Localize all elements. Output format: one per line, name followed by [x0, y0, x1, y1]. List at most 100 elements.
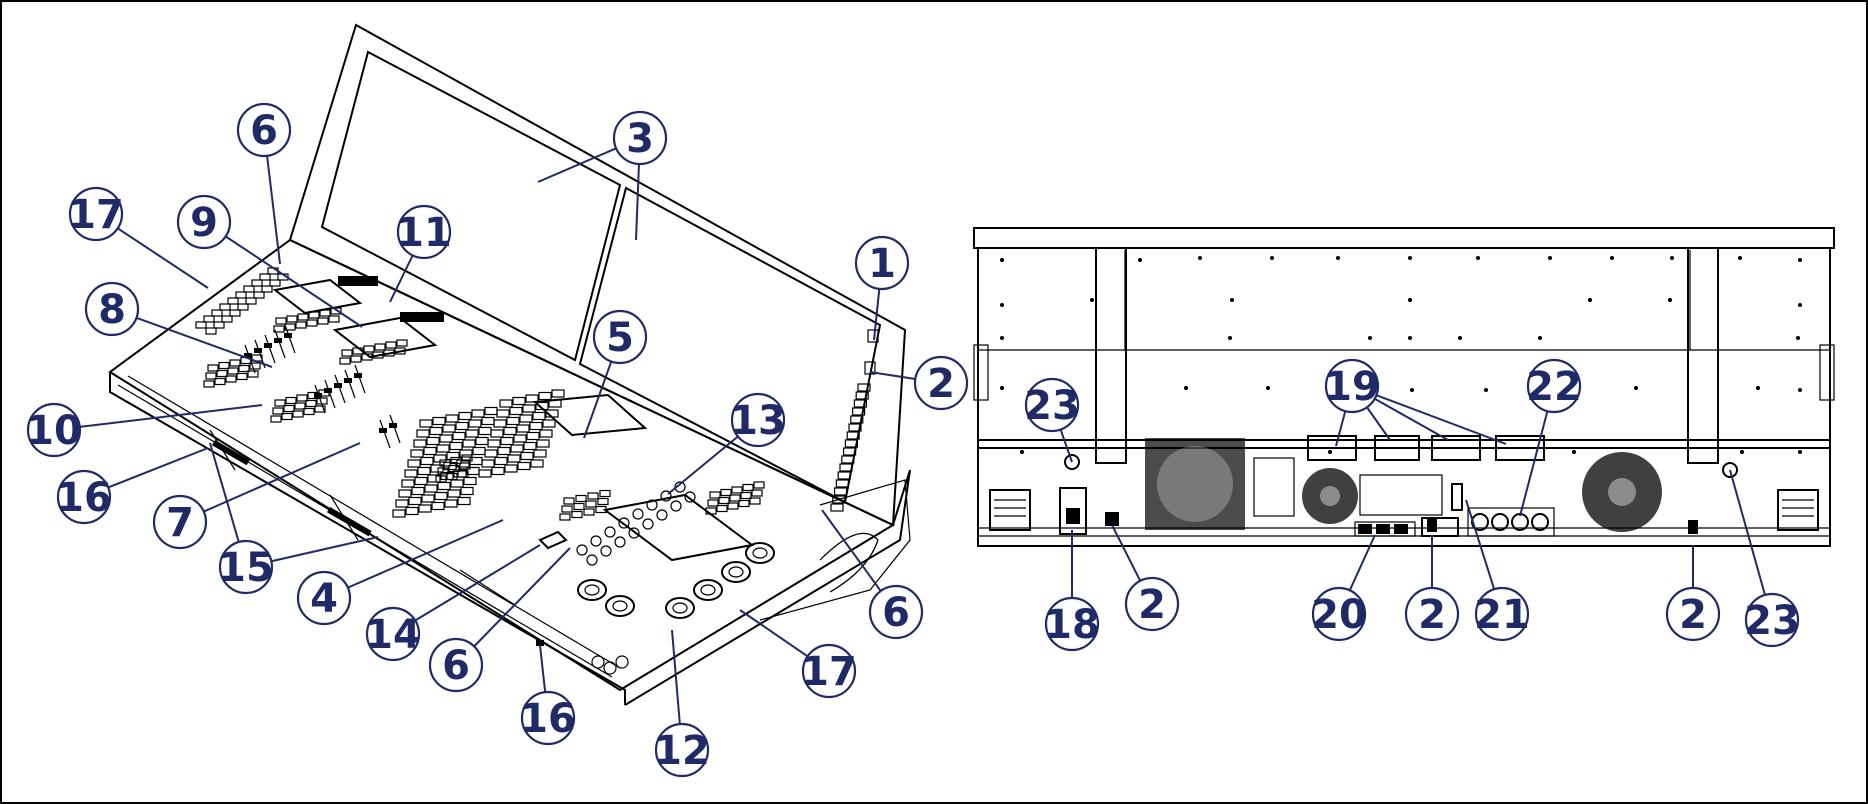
right-support-strut	[1687, 247, 1719, 464]
leader-line-c19	[1366, 406, 1391, 441]
key	[597, 497, 609, 506]
key	[499, 399, 513, 408]
callout-c17a: 17	[68, 186, 124, 242]
callout-c4: 4	[296, 570, 352, 626]
rear-card-slot	[1359, 474, 1443, 516]
key	[462, 439, 476, 448]
key	[491, 466, 505, 476]
key	[385, 341, 397, 349]
key	[218, 361, 230, 370]
leader-line-c16b	[539, 644, 547, 693]
callout-label: 3	[626, 116, 654, 162]
callout-label: 6	[882, 590, 910, 636]
key	[460, 486, 474, 496]
callout-label: 12	[654, 728, 710, 774]
key	[510, 444, 524, 453]
rear-connector-covers	[1307, 435, 1545, 461]
key	[296, 394, 308, 402]
leader-line-c5	[583, 361, 613, 439]
key	[516, 424, 530, 433]
leader-line-c14	[414, 544, 541, 622]
key	[283, 404, 295, 413]
key	[740, 491, 752, 500]
key	[731, 486, 743, 494]
key	[420, 456, 434, 466]
callout-label: 2	[1418, 592, 1446, 638]
callout-label: 22	[1526, 364, 1582, 410]
leader-line-c19	[1335, 410, 1347, 447]
key	[448, 464, 460, 473]
callout-c16a: 16	[56, 469, 112, 525]
key	[303, 407, 315, 416]
left-touchscreen	[320, 50, 622, 362]
key	[545, 409, 559, 418]
key	[227, 367, 239, 375]
leader-line-c11	[389, 254, 414, 303]
front-view-drawing	[108, 23, 911, 706]
leader-line-c23a	[1059, 429, 1073, 463]
leader-line-c22	[1519, 410, 1549, 517]
right-hinge	[1819, 344, 1835, 401]
key	[450, 456, 462, 465]
wrist-rest-divider-3	[459, 569, 516, 606]
key	[214, 377, 226, 386]
key	[447, 489, 461, 498]
key	[583, 508, 595, 516]
callout-label: 2	[927, 361, 955, 407]
left-support-strut	[1095, 247, 1127, 464]
key	[314, 405, 326, 413]
key	[465, 429, 479, 438]
callout-c2d: 2	[1665, 586, 1721, 642]
key	[432, 416, 446, 426]
key	[317, 317, 329, 325]
front-button-grids	[203, 307, 765, 521]
console-right-side	[624, 469, 911, 706]
key	[463, 476, 477, 486]
leader-line-c16a	[107, 447, 209, 489]
key	[404, 469, 418, 478]
callout-c23b: 23	[1744, 592, 1800, 648]
leader-line-c13	[667, 435, 739, 495]
callout-label: 16	[56, 475, 112, 521]
key	[548, 399, 562, 408]
key	[599, 489, 611, 498]
key	[417, 466, 431, 476]
key	[512, 396, 526, 406]
key	[284, 323, 296, 331]
callout-c21: 21	[1474, 586, 1530, 642]
leader-line-c7	[203, 442, 361, 513]
rear-view-drawing	[973, 227, 1835, 547]
key	[247, 370, 259, 378]
display-buttons	[338, 276, 444, 322]
key	[526, 431, 540, 441]
console-side-panel	[759, 479, 911, 621]
key	[452, 431, 466, 441]
key	[478, 469, 492, 478]
leader-line-c12	[671, 629, 681, 725]
callout-label: 23	[1024, 383, 1080, 429]
callout-label: 18	[1044, 602, 1100, 648]
callout-label: 1	[868, 241, 896, 287]
key	[424, 484, 438, 493]
leader-line-c15	[209, 442, 240, 543]
dial-wheels	[577, 542, 775, 619]
key	[236, 372, 248, 381]
key	[297, 313, 309, 321]
callout-label: 15	[218, 545, 274, 591]
callout-c14: 14	[365, 606, 421, 662]
key	[497, 446, 511, 456]
key	[426, 436, 440, 446]
key	[205, 372, 217, 380]
key	[339, 357, 351, 365]
key	[742, 483, 754, 492]
key	[458, 411, 472, 421]
faders	[244, 324, 401, 449]
key	[414, 476, 428, 486]
key	[413, 439, 427, 448]
key	[753, 481, 765, 489]
leader-line-c15	[271, 536, 379, 563]
leader-line-c6b	[473, 547, 571, 648]
front-slot-1	[212, 440, 250, 466]
